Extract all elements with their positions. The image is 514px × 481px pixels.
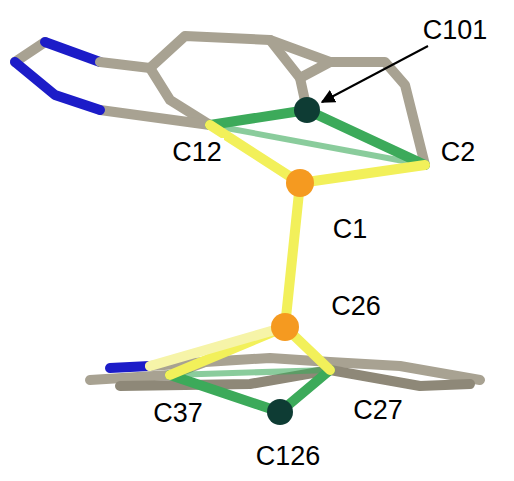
atom-label: C101 <box>421 16 490 45</box>
atom-label: C126 <box>254 442 323 471</box>
atom-label: C27 <box>351 396 405 425</box>
yellow-bonds <box>150 125 425 375</box>
atom-c26 <box>271 313 299 341</box>
green-bonds <box>170 110 425 412</box>
atoms <box>267 97 320 425</box>
atom-label: C37 <box>151 399 205 428</box>
atom-c126 <box>267 399 293 425</box>
atom-label: C2 <box>439 138 478 167</box>
leader-arrow <box>322 46 428 102</box>
atom-label: C1 <box>331 215 370 244</box>
atom-c1 <box>286 169 314 197</box>
atom-c101 <box>294 97 320 123</box>
atom-label: C26 <box>329 292 383 321</box>
atom-label: C12 <box>170 138 224 167</box>
